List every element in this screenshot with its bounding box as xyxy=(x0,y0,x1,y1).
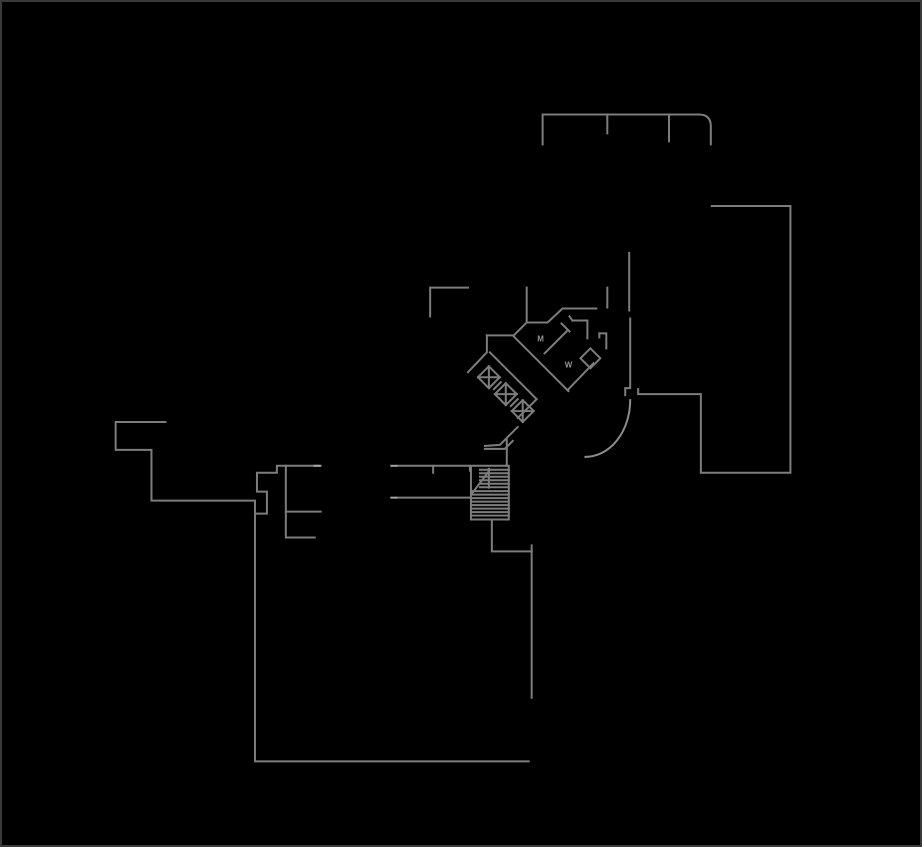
entry-door-swing-arc xyxy=(584,399,632,458)
womens-restroom-label: W xyxy=(565,360,573,369)
core-north-walls xyxy=(429,286,598,324)
mens-restroom-label: M xyxy=(537,334,544,343)
south-wing-walls xyxy=(114,421,530,763)
door-threshold-marks xyxy=(313,464,398,499)
stairwell-walls xyxy=(469,438,533,699)
elevator-cab-2 xyxy=(493,381,519,407)
elevator-cab-1 xyxy=(476,364,502,390)
restroom-walls xyxy=(466,315,608,393)
east-wing-walls xyxy=(637,205,792,474)
elevator-cab-3 xyxy=(510,398,536,424)
entry-corridor-walls xyxy=(606,251,632,397)
top-canopy-walls xyxy=(541,113,712,146)
sink-fixture xyxy=(579,346,602,370)
elevator-bank-walls xyxy=(483,350,539,447)
stair-treads xyxy=(469,467,510,517)
